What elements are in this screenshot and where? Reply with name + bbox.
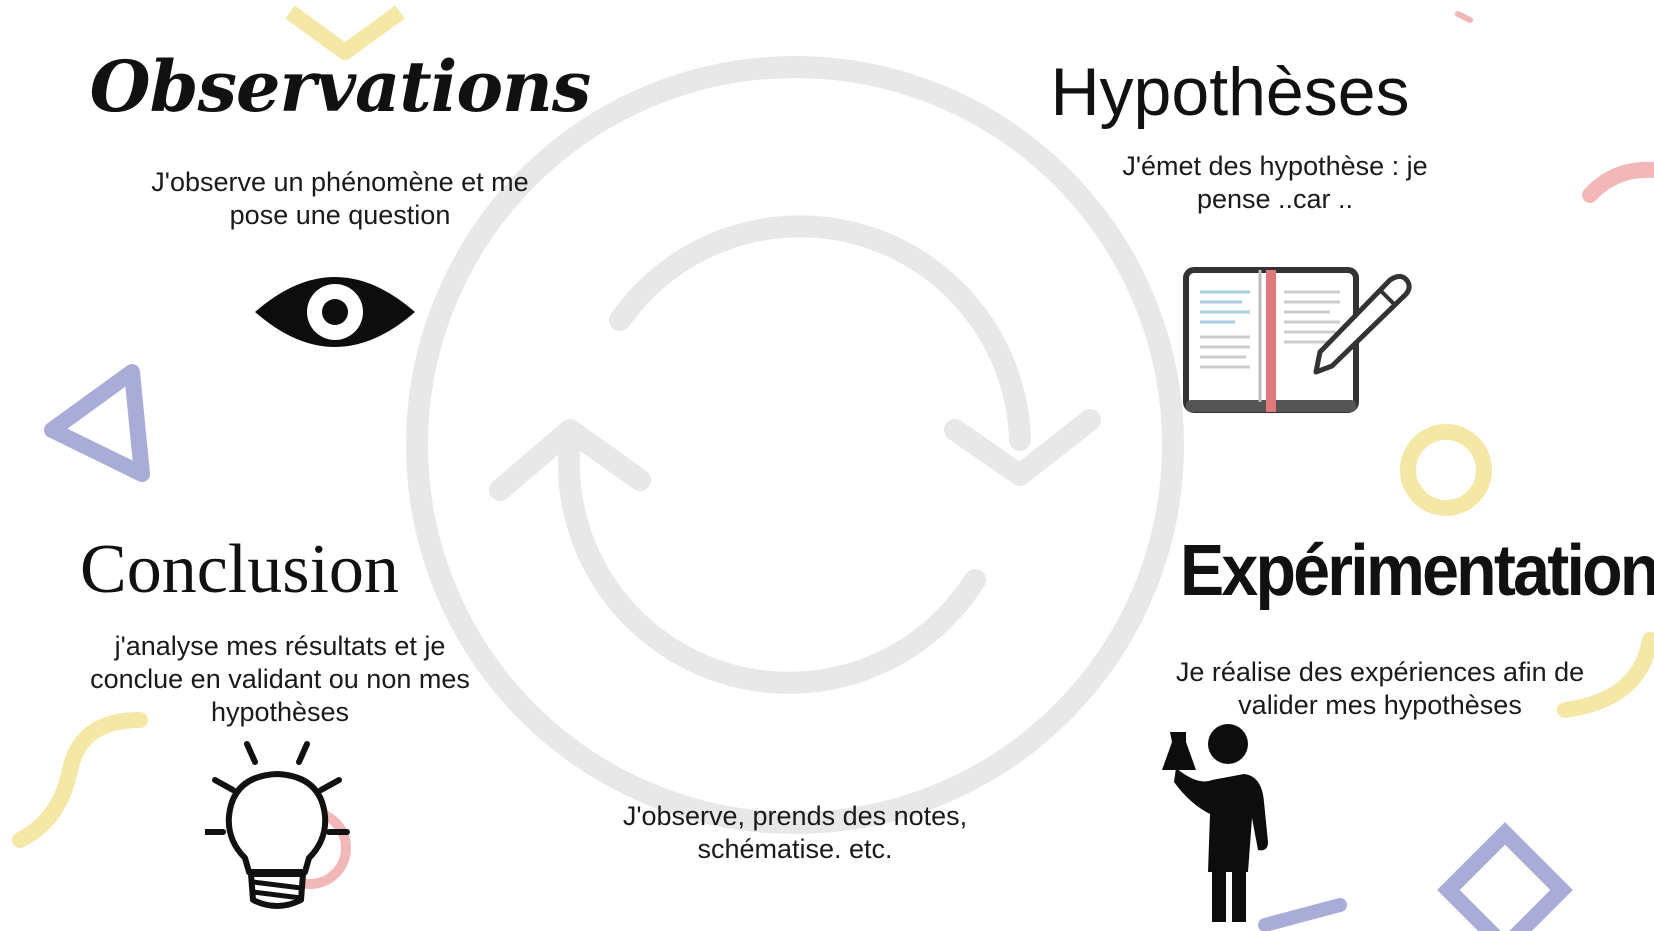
conclusion-title: Conclusion: [80, 531, 399, 608]
conclusion-description: j'analyse mes résultats et je conclue en…: [90, 631, 470, 727]
cycle-outer-ring: [406, 56, 1184, 834]
purple-dash-shape: [1258, 898, 1347, 931]
hypotheses-description: J'émet des hypothèse : je pense ..car ..: [1122, 151, 1428, 214]
cycle-arrow-top-arc: [609, 215, 1031, 451]
center-note: J'observe, prends des notes, schématise.…: [622, 801, 968, 864]
experimentations-title: Expérimentations: [1180, 531, 1654, 611]
purple-triangle-shape: [44, 364, 150, 482]
purple-diamond-shape: [1437, 822, 1573, 931]
lightbulb-icon: [205, 741, 351, 909]
yellow-chevron-shape: [285, 5, 405, 60]
pink-arc-shape: [1582, 161, 1654, 203]
pink-mark-shape: [1455, 11, 1473, 23]
yellow-squiggle-right-shape: [1557, 632, 1654, 718]
yellow-ring-shape: [1400, 424, 1492, 516]
yellow-squiggle-shape: [12, 712, 148, 848]
scientist-flask-icon: [1162, 724, 1268, 922]
cycle-arrow-head-left: [489, 419, 651, 501]
notebook-pen-icon: [1183, 267, 1412, 413]
experimentations-description: Je réalise des expériences afin de valid…: [1175, 657, 1585, 720]
cycle-arrow-head-right: [944, 409, 1101, 486]
hypotheses-title: Hypothèses: [1050, 54, 1410, 130]
eye-icon: [255, 277, 415, 347]
cycle-arrow-bottom-arc: [557, 429, 986, 694]
observations-title: Observations: [89, 45, 592, 128]
observations-description: J'observe un phénomène et me pose une qu…: [151, 167, 529, 230]
